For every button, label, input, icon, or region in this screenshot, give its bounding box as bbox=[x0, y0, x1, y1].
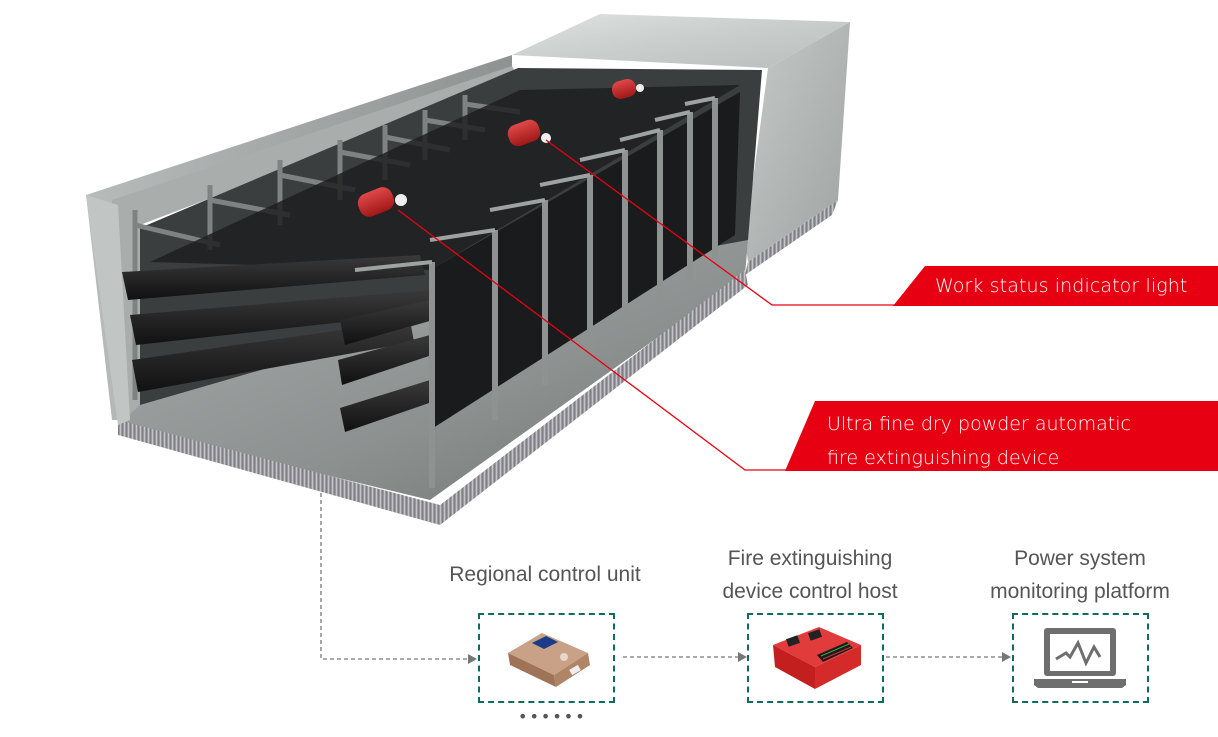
node-box-platform[interactable] bbox=[1012, 613, 1149, 703]
arrow-icon bbox=[1002, 652, 1011, 662]
leader-line-extinguisher bbox=[397, 209, 790, 471]
tunnel-roof-slab bbox=[512, 14, 850, 68]
callout-status-light: Work status indicator light bbox=[893, 266, 1218, 306]
node-box-regional[interactable] bbox=[478, 613, 615, 703]
callout-extinguisher-line1: Ultra fine dry powder automatic bbox=[827, 413, 1131, 435]
fire-extinguisher-icon bbox=[357, 187, 407, 217]
cable-bundles-left bbox=[122, 255, 434, 432]
tunnel-left-wall-inner bbox=[112, 66, 520, 420]
node-label-line: device control host bbox=[722, 580, 898, 603]
more-units-ellipsis: •••••• bbox=[518, 707, 587, 726]
tunnel-end-bottom-edge bbox=[745, 200, 838, 275]
callout-status-label: Work status indicator light bbox=[935, 275, 1188, 297]
arrow-heads bbox=[468, 652, 1011, 664]
leader-line-status bbox=[545, 139, 905, 306]
node-label-host: Fire extinguishing device control host bbox=[690, 542, 930, 608]
rack-posts bbox=[429, 98, 718, 488]
control-host-device-icon bbox=[773, 627, 861, 689]
node-label-line: Regional control unit bbox=[449, 563, 641, 586]
callout-extinguisher-line2: fire extinguishing device bbox=[827, 447, 1060, 469]
node-label-regional: Regional control unit bbox=[420, 558, 670, 591]
arrow-icon bbox=[468, 654, 477, 664]
node-box-host[interactable] bbox=[747, 613, 884, 703]
tunnel-left-wall bbox=[86, 55, 512, 420]
cable-tray-top bbox=[150, 85, 740, 270]
rack-arms bbox=[354, 96, 716, 272]
node-label-line: monitoring platform bbox=[990, 580, 1170, 603]
callout-background bbox=[785, 401, 1218, 471]
callout-extinguisher: Ultra fine dry powder automatic fire ext… bbox=[785, 401, 1218, 471]
callout-extinguisher-text: Ultra fine dry powder automatic fire ext… bbox=[827, 407, 1131, 475]
node-label-line: Power system bbox=[1014, 547, 1146, 570]
tunnel-left-face bbox=[86, 195, 130, 425]
laptop-monitor-icon bbox=[1034, 628, 1126, 688]
control-unit-device-icon bbox=[508, 633, 590, 687]
arrow-icon bbox=[738, 652, 747, 662]
flow-connectors bbox=[320, 493, 1002, 660]
callout-background bbox=[893, 266, 1218, 306]
node-label-platform: Power system monitoring platform bbox=[955, 542, 1205, 608]
tunnel-end-face bbox=[745, 22, 850, 262]
node-label-line: Fire extinguishing bbox=[727, 547, 893, 570]
fire-extinguisher-icon bbox=[507, 119, 551, 147]
fire-extinguisher-icon bbox=[611, 78, 644, 100]
